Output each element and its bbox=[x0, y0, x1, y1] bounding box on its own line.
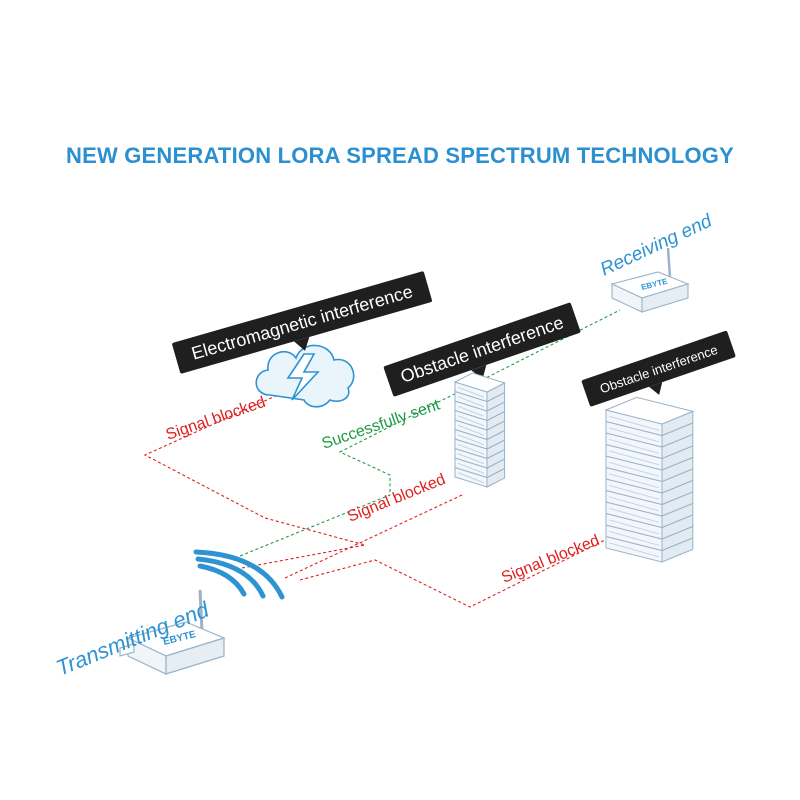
signal-paths bbox=[143, 309, 621, 608]
receiving-end-label: Receiving end bbox=[597, 210, 716, 281]
page-title: NEW GENERATION LORA SPREAD SPECTRUM TECH… bbox=[66, 143, 734, 168]
signal-blocked-obstacle-2-label: Signal blocked bbox=[499, 532, 602, 587]
receiving-device: EBYTE bbox=[610, 247, 690, 313]
server-stack-icon bbox=[604, 396, 695, 563]
transmitting-device: EBYTE bbox=[119, 589, 226, 675]
wifi-waves-icon bbox=[193, 549, 285, 600]
path-blocked-obstacle-2 bbox=[299, 539, 606, 608]
server-stack-icon bbox=[453, 372, 506, 488]
lightning-cloud-icon bbox=[255, 344, 355, 408]
path-blocked-em bbox=[143, 384, 366, 569]
signal-blocked-obstacle-1-label: Signal blocked bbox=[345, 471, 448, 526]
successfully-sent-label: Successfully sent bbox=[320, 396, 443, 452]
path-success bbox=[234, 309, 621, 559]
signal-blocked-em-label: Signal blocked bbox=[164, 394, 268, 444]
